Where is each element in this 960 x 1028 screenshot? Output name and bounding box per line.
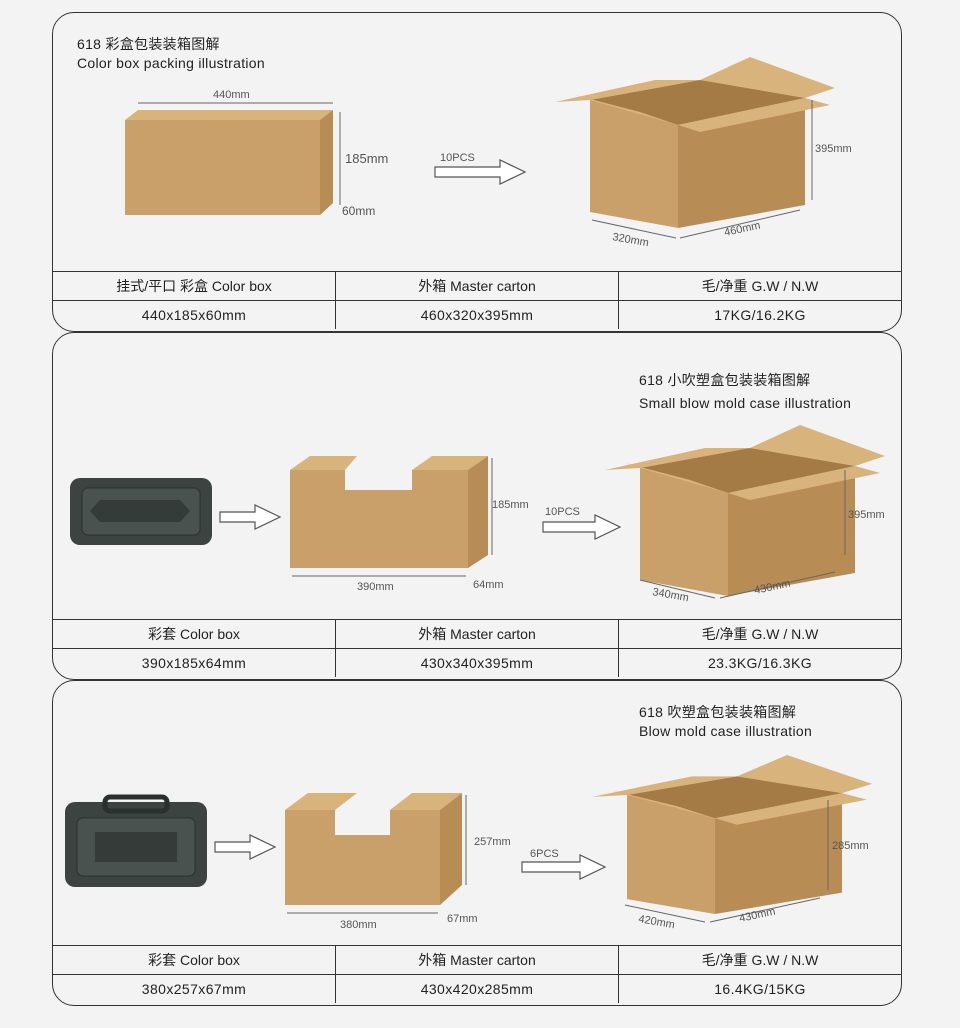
table-header-row: 彩套 Color box 外箱 Master carton 毛/净重 G.W /…	[53, 619, 901, 648]
blow-mold-panel: 618 吹塑盒包装装箱图解 Blow mold case illustratio…	[52, 680, 902, 1006]
carton-height-label: 285mm	[832, 840, 869, 852]
header-weight: 毛/净重 G.W / N.W	[618, 620, 901, 648]
title-cn: 618 彩盒包装装箱图解	[77, 36, 220, 52]
spec-table: 彩套 Color box 外箱 Master carton 毛/净重 G.W /…	[53, 619, 901, 679]
color-box-size: 440x185x60mm	[141, 307, 247, 323]
header-weight: 毛/净重 G.W / N.W	[618, 272, 901, 300]
color-box-panel: 618 彩盒包装装箱图解 Color box packing illustrat…	[52, 12, 902, 332]
box-height-label: 257mm	[474, 836, 511, 848]
qty-arrow: 10PCS	[434, 152, 527, 185]
weight-value: 17KG/16.2KG	[618, 301, 901, 329]
spec-table: 挂式/平口 彩盒 Color box 外箱 Master carton 毛/净重…	[53, 271, 901, 331]
color-sleeve-illustration: 185mm 390mm 64mm	[290, 456, 529, 593]
color-box-size: 390x185x64mm	[141, 655, 247, 671]
blow-mold-case-small	[70, 478, 212, 545]
box-height-label: 185mm	[492, 499, 529, 511]
box-depth-label: 64mm	[473, 579, 504, 591]
weight-value: 23.3KG/16.3KG	[618, 649, 901, 677]
qty-arrow: 6PCS	[521, 848, 607, 880]
header-master-carton: 外箱 Master carton	[335, 946, 618, 974]
master-carton-size: 430x340x395mm	[335, 649, 618, 677]
panel-title: 618 吹塑盒包装装箱图解 Blow mold case illustratio…	[639, 703, 812, 741]
header-master-carton: 外箱 Master carton	[335, 620, 618, 648]
master-carton-size: 430x420x285mm	[335, 975, 618, 1003]
box-height-label: 185mm	[345, 151, 388, 166]
title-cn: 618 小吹塑盒包装装箱图解	[639, 372, 811, 388]
header-color-box: 彩套 Color box	[148, 626, 240, 642]
color-box-size: 380x257x67mm	[141, 981, 247, 997]
qty-arrow: 10PCS	[542, 506, 622, 540]
header-color-box: 彩套 Color box	[148, 952, 240, 968]
title-en: Blow mold case illustration	[639, 723, 813, 739]
qty-label: 10PCS	[545, 506, 580, 518]
color-box-illustration: 440mm 185mm 60mm	[125, 89, 388, 218]
box-length-label: 380mm	[340, 919, 377, 931]
qty-label: 6PCS	[530, 848, 559, 860]
spec-table: 彩套 Color box 外箱 Master carton 毛/净重 G.W /…	[53, 945, 901, 1005]
table-header-row: 挂式/平口 彩盒 Color box 外箱 Master carton 毛/净重…	[53, 271, 901, 300]
panel-title: 618 彩盒包装装箱图解 Color box packing illustrat…	[77, 35, 265, 73]
table-row: 390x185x64mm 430x340x395mm 23.3KG/16.3KG	[53, 648, 901, 677]
header-color-box: 挂式/平口 彩盒 Color box	[116, 278, 272, 294]
carton-height-label: 395mm	[815, 143, 852, 155]
title-en: Small blow mold case illustration	[639, 395, 852, 411]
weight-value: 16.4KG/15KG	[618, 975, 901, 1003]
blow-mold-case	[65, 794, 207, 887]
carton-height-label: 395mm	[848, 509, 885, 521]
table-header-row: 彩套 Color box 外箱 Master carton 毛/净重 G.W /…	[53, 945, 901, 974]
master-carton-size: 460x320x395mm	[335, 301, 618, 329]
color-sleeve-illustration: 257mm 380mm 67mm	[285, 793, 511, 931]
panel-title: 618 小吹塑盒包装装箱图解 Small blow mold case illu…	[639, 371, 851, 413]
table-row: 380x257x67mm 430x420x285mm 16.4KG/15KG	[53, 974, 901, 1003]
arrow-icon	[214, 834, 277, 860]
header-master-carton: 外箱 Master carton	[335, 272, 618, 300]
qty-label: 10PCS	[440, 152, 475, 164]
title-en: Color box packing illustration	[77, 55, 265, 71]
table-row: 440x185x60mm 460x320x395mm 17KG/16.2KG	[53, 300, 901, 329]
box-length-label: 440mm	[213, 89, 250, 101]
small-blow-mold-panel: 618 小吹塑盒包装装箱图解 Small blow mold case illu…	[52, 332, 902, 680]
arrow-icon	[219, 504, 282, 530]
title-cn: 618 吹塑盒包装装箱图解	[639, 704, 797, 720]
box-length-label: 390mm	[357, 581, 394, 593]
box-depth-label: 60mm	[342, 204, 375, 218]
box-depth-label: 67mm	[447, 913, 478, 925]
header-weight: 毛/净重 G.W / N.W	[618, 946, 901, 974]
